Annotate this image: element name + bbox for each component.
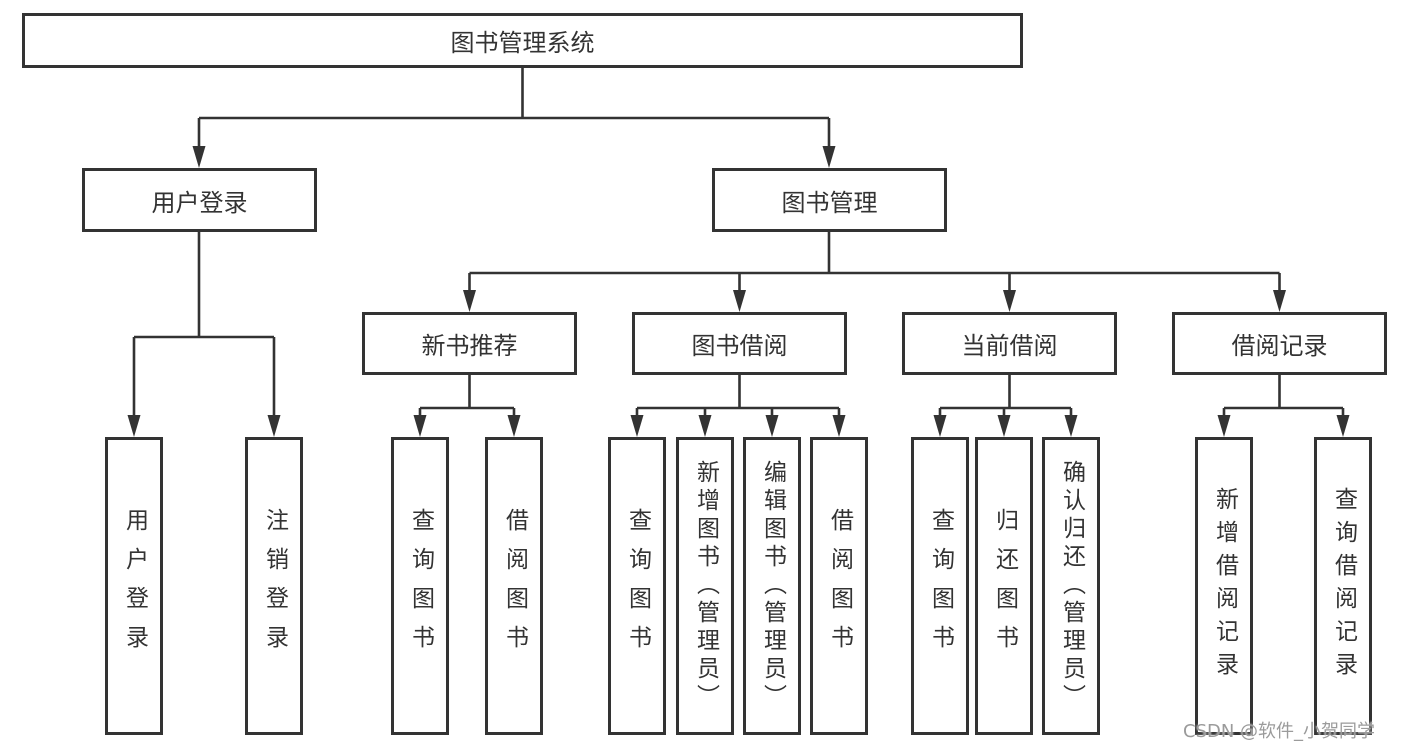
- leaf-query-books-borrow: 查询图书: [608, 437, 666, 735]
- leaf-user-login: 用户登录: [105, 437, 163, 735]
- connector-userlogin-to-leaves: [132, 232, 276, 419]
- node-book-borrow-label: 图书借阅: [691, 332, 788, 360]
- leaf-add-book-admin: 新增图书（管理员）: [676, 437, 734, 735]
- leaf-edit-book-admin: 编辑图书（管理员）: [743, 437, 801, 735]
- leaf-confirm-return-admin: 确认归还（管理员）: [1042, 437, 1100, 735]
- node-current-borrow-label: 当前借阅: [961, 332, 1058, 360]
- leaf-borrow-books-label: 借阅图书: [826, 508, 853, 664]
- connector-newbookrec-to-leaves: [418, 375, 516, 419]
- node-new-book-recommend-label: 新书推荐: [421, 332, 518, 360]
- leaf-add-borrow-record: 新增借阅记录: [1195, 437, 1253, 735]
- leaf-confirm-return-admin-label: 确认归还（管理员）: [1058, 460, 1085, 712]
- node-book-management-label: 图书管理: [781, 188, 878, 217]
- leaf-add-borrow-record-label: 新增借阅记录: [1211, 487, 1238, 685]
- leaf-borrow-books-recommend: 借阅图书: [485, 437, 543, 735]
- leaf-return-book: 归还图书: [975, 437, 1033, 735]
- node-root-label: 图书管理系统: [450, 29, 595, 57]
- leaf-query-borrow-record-label: 查询借阅记录: [1330, 487, 1357, 685]
- node-new-book-recommend: 新书推荐: [362, 312, 577, 375]
- node-borrow-record: 借阅记录: [1172, 312, 1387, 375]
- leaf-edit-book-admin-label: 编辑图书（管理员）: [759, 460, 786, 712]
- leaf-logout-login-label: 注销登录: [261, 508, 288, 664]
- leaf-query-borrow-record: 查询借阅记录: [1314, 437, 1372, 735]
- connector-bookborrow-to-leaves: [635, 375, 841, 419]
- leaf-borrow-books-recommend-label: 借阅图书: [501, 508, 528, 664]
- leaf-borrow-books: 借阅图书: [810, 437, 868, 735]
- node-book-borrow: 图书借阅: [632, 312, 847, 375]
- leaf-add-book-admin-label: 新增图书（管理员）: [692, 460, 719, 712]
- leaf-logout-login: 注销登录: [245, 437, 303, 735]
- leaf-return-book-label: 归还图书: [991, 508, 1018, 664]
- node-current-borrow: 当前借阅: [902, 312, 1117, 375]
- connector-currentborrow-to-leaves: [938, 375, 1073, 419]
- leaf-query-books-borrow-label: 查询图书: [624, 508, 651, 664]
- leaf-query-books-recommend-label: 查询图书: [407, 508, 434, 664]
- node-borrow-record-label: 借阅记录: [1231, 332, 1328, 360]
- node-book-management: 图书管理: [712, 168, 947, 232]
- leaf-user-login-label: 用户登录: [121, 508, 148, 664]
- connector-borrowrecord-to-leaves: [1222, 375, 1345, 419]
- leaf-query-books-current: 查询图书: [911, 437, 969, 735]
- leaf-query-books-current-label: 查询图书: [927, 508, 954, 664]
- leaf-query-books-recommend: 查询图书: [391, 437, 449, 735]
- connector-root-to-level2: [197, 68, 831, 150]
- node-user-login: 用户登录: [82, 168, 317, 232]
- node-root-system: 图书管理系统: [22, 13, 1023, 68]
- node-user-login-label: 用户登录: [151, 188, 248, 217]
- csdn-watermark: CSDN @软件_小贺同学: [1183, 721, 1376, 742]
- connector-bookmgmt-to-level3: [468, 232, 1281, 294]
